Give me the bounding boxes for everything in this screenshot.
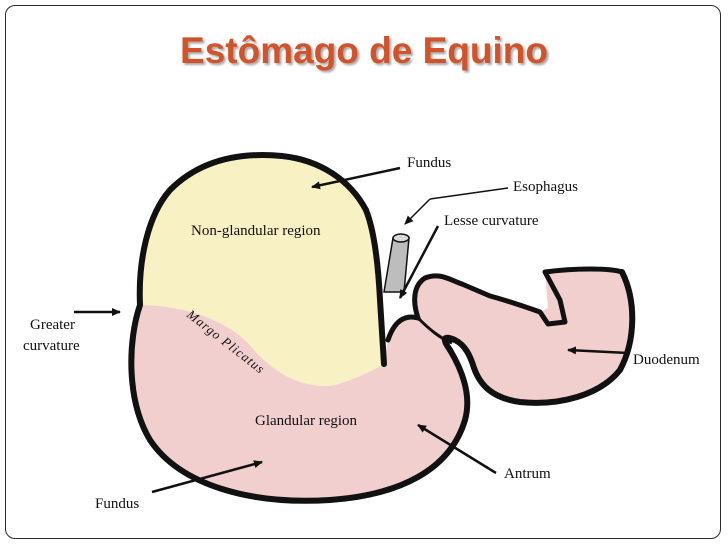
arrow-fundus-top — [311, 166, 401, 190]
label-duodenum: Duodenum — [633, 352, 700, 368]
esophagus-tube — [383, 233, 410, 293]
arrow-esophagus-tip — [404, 198, 431, 225]
pylorus-lower-outline — [441, 269, 636, 406]
label-glandular-region: Glandular region — [255, 413, 358, 429]
pylorus-outline — [385, 273, 465, 343]
label-fundus-top: Fundus — [407, 155, 451, 171]
duodenum-inner-outline — [416, 316, 453, 345]
stomach-outline — [128, 152, 471, 504]
non-glandular-region — [139, 155, 384, 386]
duodenum-region — [414, 269, 633, 403]
label-esophagus: Esophagus — [513, 179, 578, 195]
arrow-antrum — [417, 423, 497, 475]
label-greater-curvature-line1: Greater — [30, 317, 75, 333]
lesser-curvature-wall — [363, 207, 387, 367]
label-lesser-curvature: Lesse curvature — [444, 213, 539, 229]
slide-title: Estômago de Equino — [180, 30, 548, 71]
arrow-esophagus — [429, 187, 509, 200]
duodenum-outline — [459, 266, 625, 327]
arrow-duodenum — [567, 346, 629, 355]
label-non-glandular-region: Non-glandular region — [191, 223, 321, 239]
pointer-arrows — [74, 166, 629, 494]
label-fundus-bottom: Fundus — [95, 496, 139, 512]
arrow-fundus-bottom — [151, 460, 263, 494]
glandular-region — [131, 305, 468, 501]
label-antrum: Antrum — [504, 466, 551, 482]
label-greater-curvature-line2: curvature — [23, 338, 80, 354]
arrow-lesser-curvature — [398, 225, 440, 299]
